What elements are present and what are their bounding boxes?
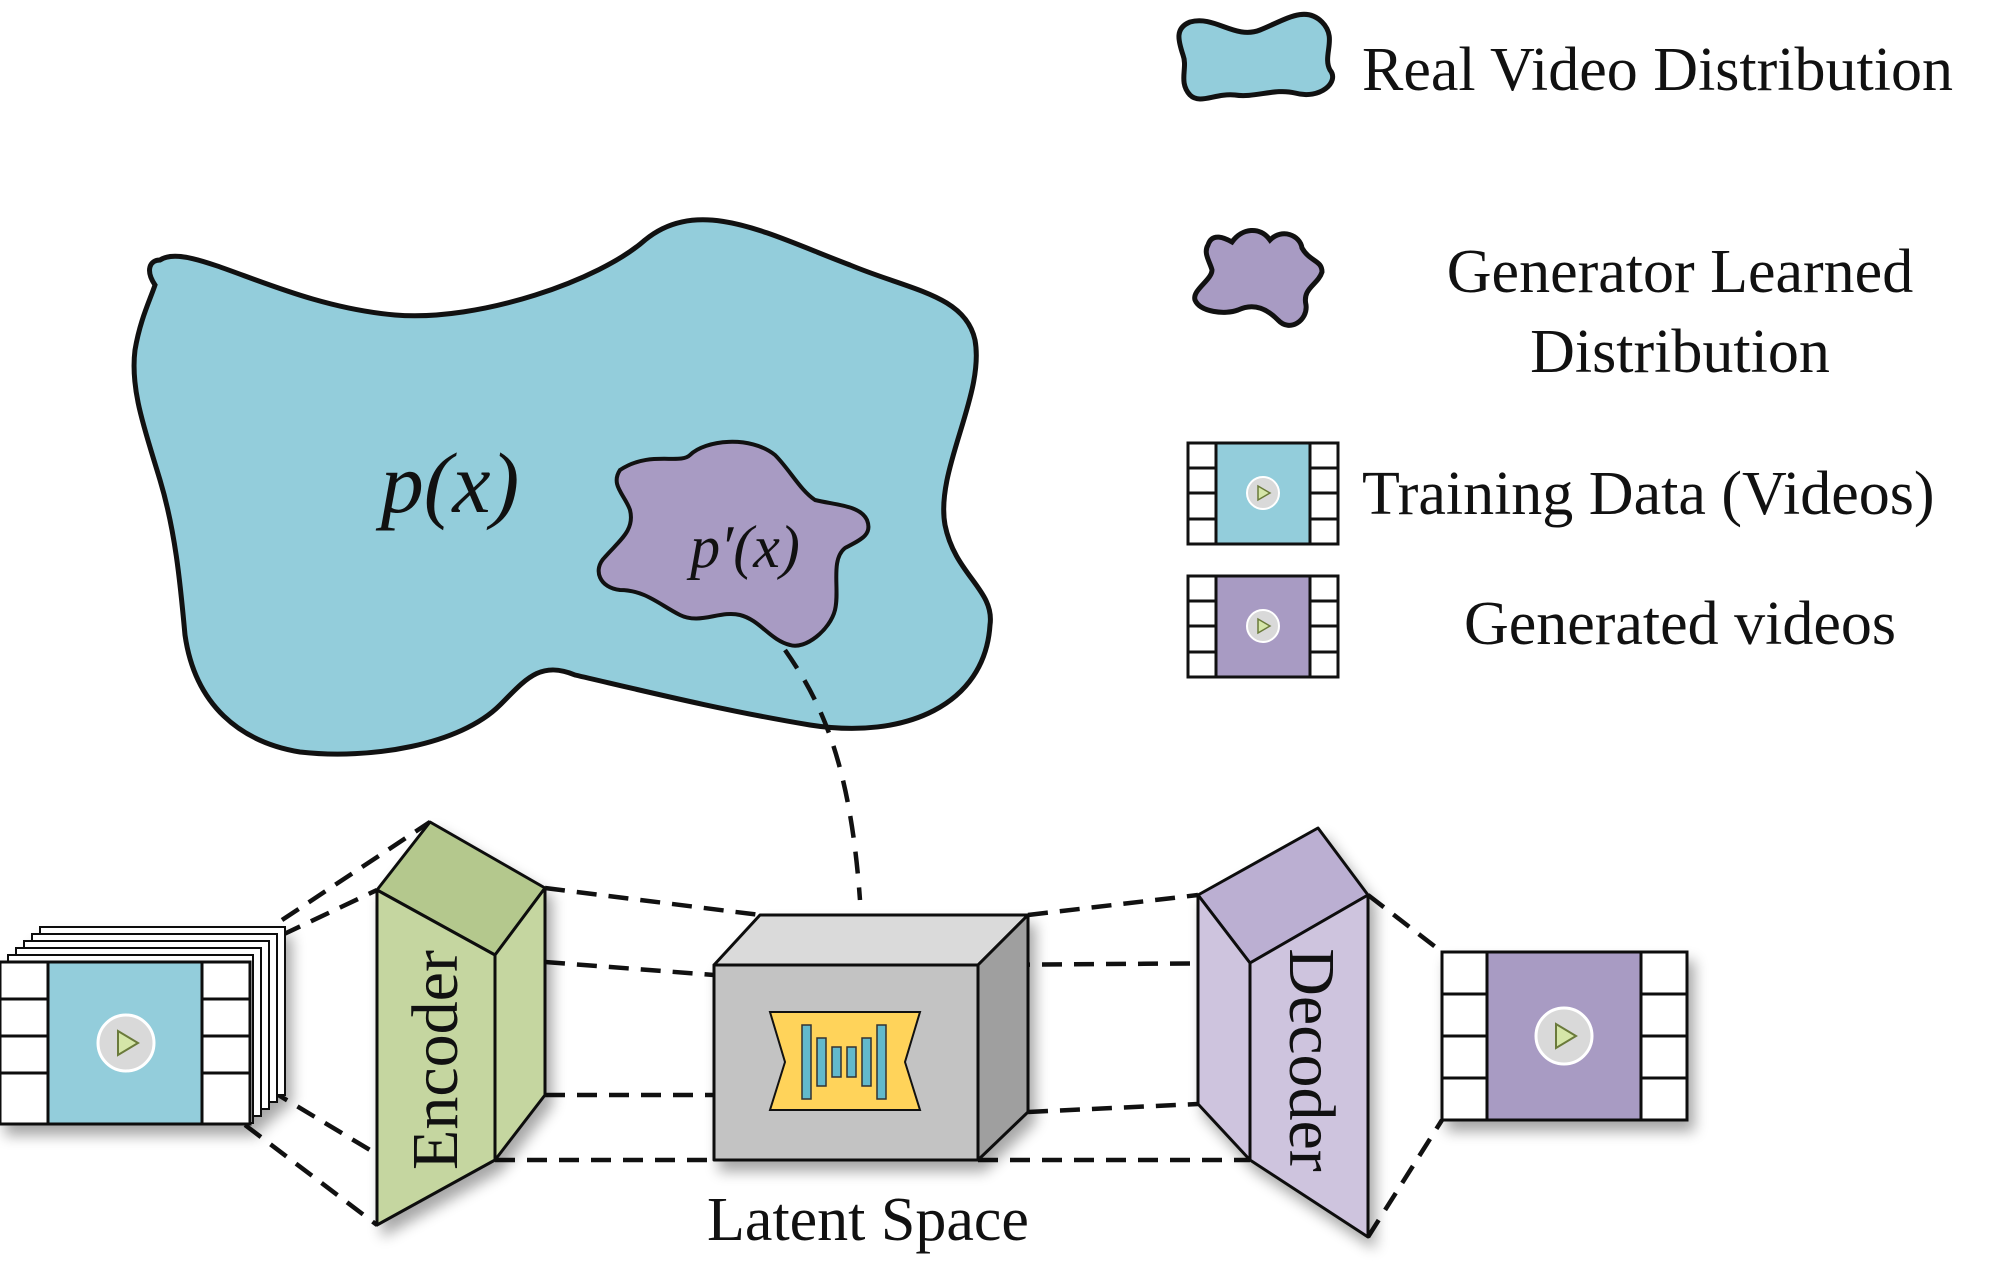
real-distribution-blob xyxy=(131,217,993,757)
pipeline-connectors xyxy=(243,820,1444,1239)
encoder-label: Encoder xyxy=(399,950,472,1170)
output-video-frame xyxy=(1440,950,1689,1122)
play-triangle-icon xyxy=(1257,617,1272,635)
input-video-stack xyxy=(0,926,286,1126)
legend-learned-blob-icon xyxy=(1192,228,1325,328)
play-triangle-icon xyxy=(1555,1022,1578,1050)
decoder-block xyxy=(1196,826,1370,1239)
legend-learned-label-line1: Generator Learned xyxy=(1447,238,1913,306)
latent-space-label: Latent Space xyxy=(707,1186,1029,1254)
learned-distribution-blob xyxy=(596,439,871,648)
legend: Real Video Distribution Generator Learne… xyxy=(1176,11,1953,679)
real-distribution-symbol: p(x) xyxy=(375,435,519,531)
learned-distribution-symbol: p′(x) xyxy=(686,514,800,580)
legend-real-blob-icon xyxy=(1176,11,1335,102)
play-triangle-icon xyxy=(1257,484,1272,502)
legend-generated-videos-label: Generated videos xyxy=(1464,590,1896,658)
input-video-frame xyxy=(0,960,252,1126)
decoder-label: Decoder xyxy=(1275,948,1348,1172)
latent-network-icon xyxy=(768,1011,922,1111)
encoder-block xyxy=(375,820,547,1227)
legend-real-label: Real Video Distribution xyxy=(1362,36,1953,104)
legend-learned-label-line2: Distribution xyxy=(1530,318,1830,386)
legend-training-label: Training Data (Videos) xyxy=(1362,460,1935,528)
play-triangle-icon xyxy=(117,1029,140,1057)
